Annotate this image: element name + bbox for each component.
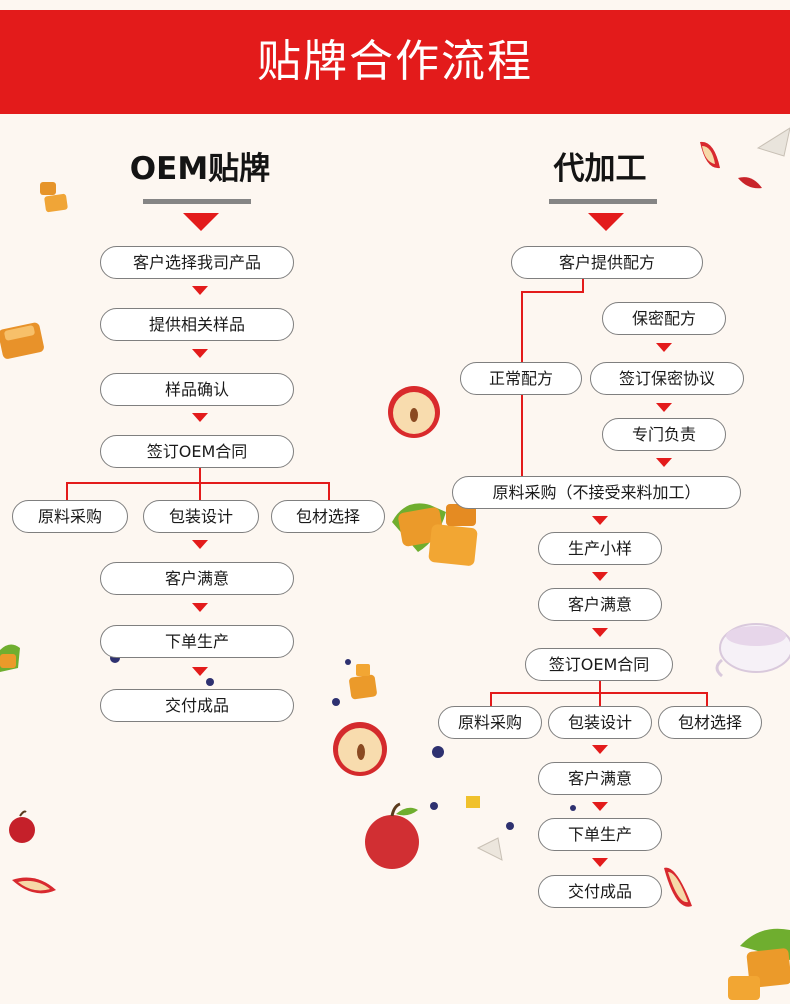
connector-line [199, 482, 201, 500]
caramel-icon [392, 503, 478, 566]
caramel-icon [349, 664, 378, 700]
arrow-down-icon [192, 603, 208, 612]
connector-line [521, 291, 584, 293]
caramel-icon [0, 322, 45, 360]
arrow-down-icon [192, 413, 208, 422]
caramel-icon [40, 182, 68, 212]
connector-line [490, 692, 492, 706]
oem-branch-material-purchase: 原料采购 [12, 500, 128, 533]
oem-step-customer-satisfied: 客户满意 [100, 562, 294, 595]
arrow-down-icon [192, 667, 208, 676]
processing-step-place-order: 下单生产 [538, 818, 662, 851]
arrow-down-icon [192, 349, 208, 358]
connector-line [199, 468, 201, 483]
arrow-down-icon [656, 458, 672, 467]
connector-line [521, 394, 523, 477]
arrow-down-icon [592, 802, 608, 811]
apple-icon [9, 812, 35, 844]
apple-slice-icon [12, 878, 56, 894]
caramel-icon [728, 929, 790, 1000]
oem-step-deliver: 交付成品 [100, 689, 294, 722]
connector-line [706, 692, 708, 706]
arrow-down-icon [192, 286, 208, 295]
oem-down-triangle-icon [183, 213, 219, 231]
arrow-down-icon [592, 628, 608, 637]
processing-step-normal-recipe: 正常配方 [460, 362, 582, 395]
oem-title: OEM贴牌 [100, 143, 300, 188]
connector-line [66, 482, 68, 500]
teacup-icon [717, 624, 790, 676]
processing-down-triangle-icon [588, 213, 624, 231]
oem-step-place-order: 下单生产 [100, 625, 294, 658]
processing-step-dedicated-staff: 专门负责 [602, 418, 726, 451]
oem-branch-packaging-material: 包材选择 [271, 500, 385, 533]
processing-step-sign-contract: 签订OEM合同 [525, 648, 673, 681]
processing-step-sign-nda: 签订保密协议 [590, 362, 744, 395]
processing-step-deliver: 交付成品 [538, 875, 662, 908]
arrow-down-icon [592, 516, 608, 525]
arrow-down-icon [592, 745, 608, 754]
arrow-down-icon [656, 403, 672, 412]
oem-step-sign-contract: 签订OEM合同 [100, 435, 294, 468]
connector-line [328, 482, 330, 500]
processing-step-make-sample: 生产小样 [538, 532, 662, 565]
apple-slice-icon [700, 142, 720, 168]
connector-line [66, 482, 330, 484]
connector-line [521, 291, 523, 362]
apple-slice-icon [738, 177, 762, 188]
processing-title: 代加工 [500, 143, 700, 188]
processing-step-customer-satisfied-2: 客户满意 [538, 762, 662, 795]
apple-slice-icon [664, 868, 692, 907]
arrow-down-icon [592, 858, 608, 867]
processing-step-secret-recipe: 保密配方 [602, 302, 726, 335]
caramel-icon [0, 644, 20, 672]
processing-step-customer-satisfied: 客户满意 [538, 588, 662, 621]
arrow-down-icon [592, 572, 608, 581]
tea-bag-icon [758, 128, 790, 156]
apple-half-icon [333, 722, 387, 776]
oem-step-sample-confirm: 样品确认 [100, 373, 294, 406]
processing-step-customer-recipe: 客户提供配方 [511, 246, 703, 279]
connector-line [599, 692, 601, 706]
oem-title-underline [143, 199, 251, 204]
oem-step-provide-samples: 提供相关样品 [100, 308, 294, 341]
apple-half-icon [388, 386, 440, 438]
processing-branch-packaging-design: 包装设计 [548, 706, 652, 739]
tea-bag-icon [466, 796, 502, 860]
processing-title-underline [549, 199, 657, 204]
oem-branch-packaging-design: 包装设计 [143, 500, 259, 533]
arrow-down-icon [192, 540, 208, 549]
page-title: 贴牌合作流程 [0, 10, 790, 114]
oem-step-select-product: 客户选择我司产品 [100, 246, 294, 279]
processing-step-material-purchase: 原料采购（不接受来料加工） [452, 476, 741, 509]
apple-icon [365, 804, 419, 869]
processing-branch-material-purchase: 原料采购 [438, 706, 542, 739]
arrow-down-icon [656, 343, 672, 352]
processing-branch-packaging-material: 包材选择 [658, 706, 762, 739]
